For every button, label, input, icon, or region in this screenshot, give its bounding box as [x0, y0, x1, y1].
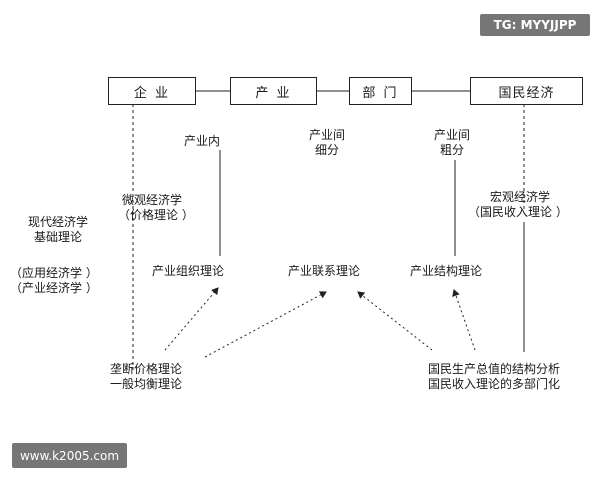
label-monopoly-price: 垄断价格理论 一般均衡理论: [110, 362, 182, 392]
box-department: 部 门: [349, 77, 412, 105]
label-inter-coarse-line2: 粗分: [439, 143, 464, 157]
watermark-top: TG: MYYJJPP: [480, 14, 590, 36]
label-modern-econ-line2: 基础理论: [33, 230, 82, 244]
label-macro-econ-line1: 宏观经济学: [490, 190, 551, 204]
label-modern-econ: 现代经济学 基础理论: [18, 215, 98, 245]
watermark-bottom: www.k2005.com: [12, 443, 127, 468]
label-micro-econ: 微观经济学 （价格理论 ）: [118, 193, 194, 223]
label-modern-econ-line1: 现代经济学: [27, 215, 88, 229]
label-inter-coarse: 产业间 粗分: [427, 128, 477, 158]
label-gnp-struct-line1: 国民生产总值的结构分析: [428, 362, 561, 376]
box-industry: 产 业: [230, 77, 317, 105]
label-applied-econ: （应用经济学 ） （产业经济学 ）: [10, 266, 98, 296]
label-gnp-struct-line2: 国民收入理论的多部门化: [428, 377, 561, 391]
label-monopoly-price-line2: 一般均衡理论: [110, 377, 183, 391]
box-enterprise: 企 业: [108, 77, 196, 105]
label-macro-econ-line2: （国民收入理论 ）: [468, 205, 568, 219]
label-intra-industry: 产业内: [184, 134, 221, 148]
arrow-to-industrial-org: [164, 287, 219, 351]
label-macro-econ: 宏观经济学 （国民收入理论 ）: [468, 190, 568, 220]
label-inter-coarse-line1: 产业间: [433, 128, 470, 142]
label-micro-econ-line1: 微观经济学: [122, 193, 183, 207]
label-inter-fine-line1: 产业间: [308, 128, 345, 142]
arrow-to-industrial-struct: [452, 289, 476, 351]
label-micro-econ-line2: （价格理论 ）: [118, 208, 194, 222]
box-national-economy: 国民经济: [470, 77, 583, 105]
label-inter-fine: 产业间 细分: [302, 128, 352, 158]
label-inter-fine-line2: 细分: [314, 143, 339, 157]
arrow-to-industrial-link: [204, 291, 327, 358]
label-applied-econ-line2: （产业经济学 ）: [10, 281, 98, 295]
label-industrial-org: 产业组织理论: [152, 264, 225, 278]
label-gnp-struct: 国民生产总值的结构分析 国民收入理论的多部门化: [428, 362, 560, 392]
label-industrial-struct: 产业结构理论: [410, 264, 483, 278]
arrow-to-industrial-link-right: [357, 291, 433, 351]
label-applied-econ-line1: （应用经济学 ）: [10, 266, 98, 280]
label-monopoly-price-line1: 垄断价格理论: [110, 362, 183, 376]
label-industrial-link: 产业联系理论: [288, 264, 361, 278]
